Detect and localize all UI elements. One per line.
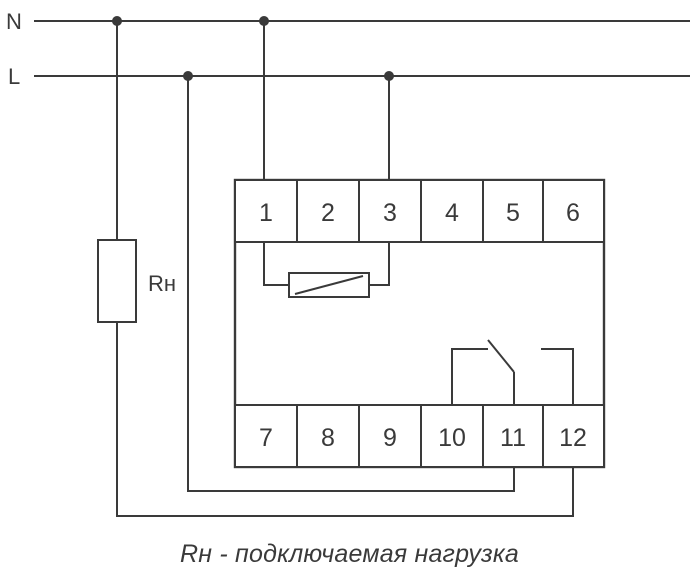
phase-line-label: L	[8, 64, 20, 89]
terminal-label-2: 2	[321, 199, 335, 227]
switch-contact-arm	[487, 339, 515, 373]
terminal-label-7: 7	[259, 424, 273, 452]
terminal-label-1: 1	[259, 199, 273, 227]
coil-diagonal	[294, 275, 364, 295]
terminal-label-8: 8	[321, 424, 335, 452]
coil-lead-right	[369, 242, 390, 286]
terminal-label-9: 9	[383, 424, 397, 452]
terminal-label-12: 12	[559, 424, 587, 452]
diagram-caption: Rн - подключаемая нагрузка	[180, 540, 519, 568]
neutral-line-label: N	[6, 9, 22, 34]
bottom-terminal-strip: 7 8 9 10 11 12	[234, 404, 605, 468]
terminal-label-3: 3	[383, 199, 397, 227]
terminal-cell-12	[542, 404, 605, 468]
terminal-label-6: 6	[566, 199, 580, 227]
load-label: Rн	[148, 271, 176, 296]
contact-lead-12	[541, 348, 574, 405]
terminal-label-11: 11	[500, 424, 526, 452]
load-return-wire	[116, 322, 574, 517]
terminal-label-5: 5	[506, 199, 520, 227]
load-resistor	[97, 239, 137, 323]
terminal-label-10: 10	[438, 424, 466, 452]
relay-coil	[288, 272, 370, 298]
terminal-cell-8	[296, 404, 360, 468]
terminal-cell-4	[420, 179, 484, 243]
phase-to-terminal11-wire	[187, 76, 515, 492]
top-terminal-strip: 1 2 3 4 5 6	[234, 179, 605, 243]
terminal-label-4: 4	[445, 199, 459, 227]
terminal-cell-6	[542, 179, 605, 243]
contact-lead-10	[451, 348, 488, 405]
terminal-cell-2	[296, 179, 360, 243]
terminal-cell-10	[420, 404, 484, 468]
coil-lead-left	[263, 242, 289, 286]
